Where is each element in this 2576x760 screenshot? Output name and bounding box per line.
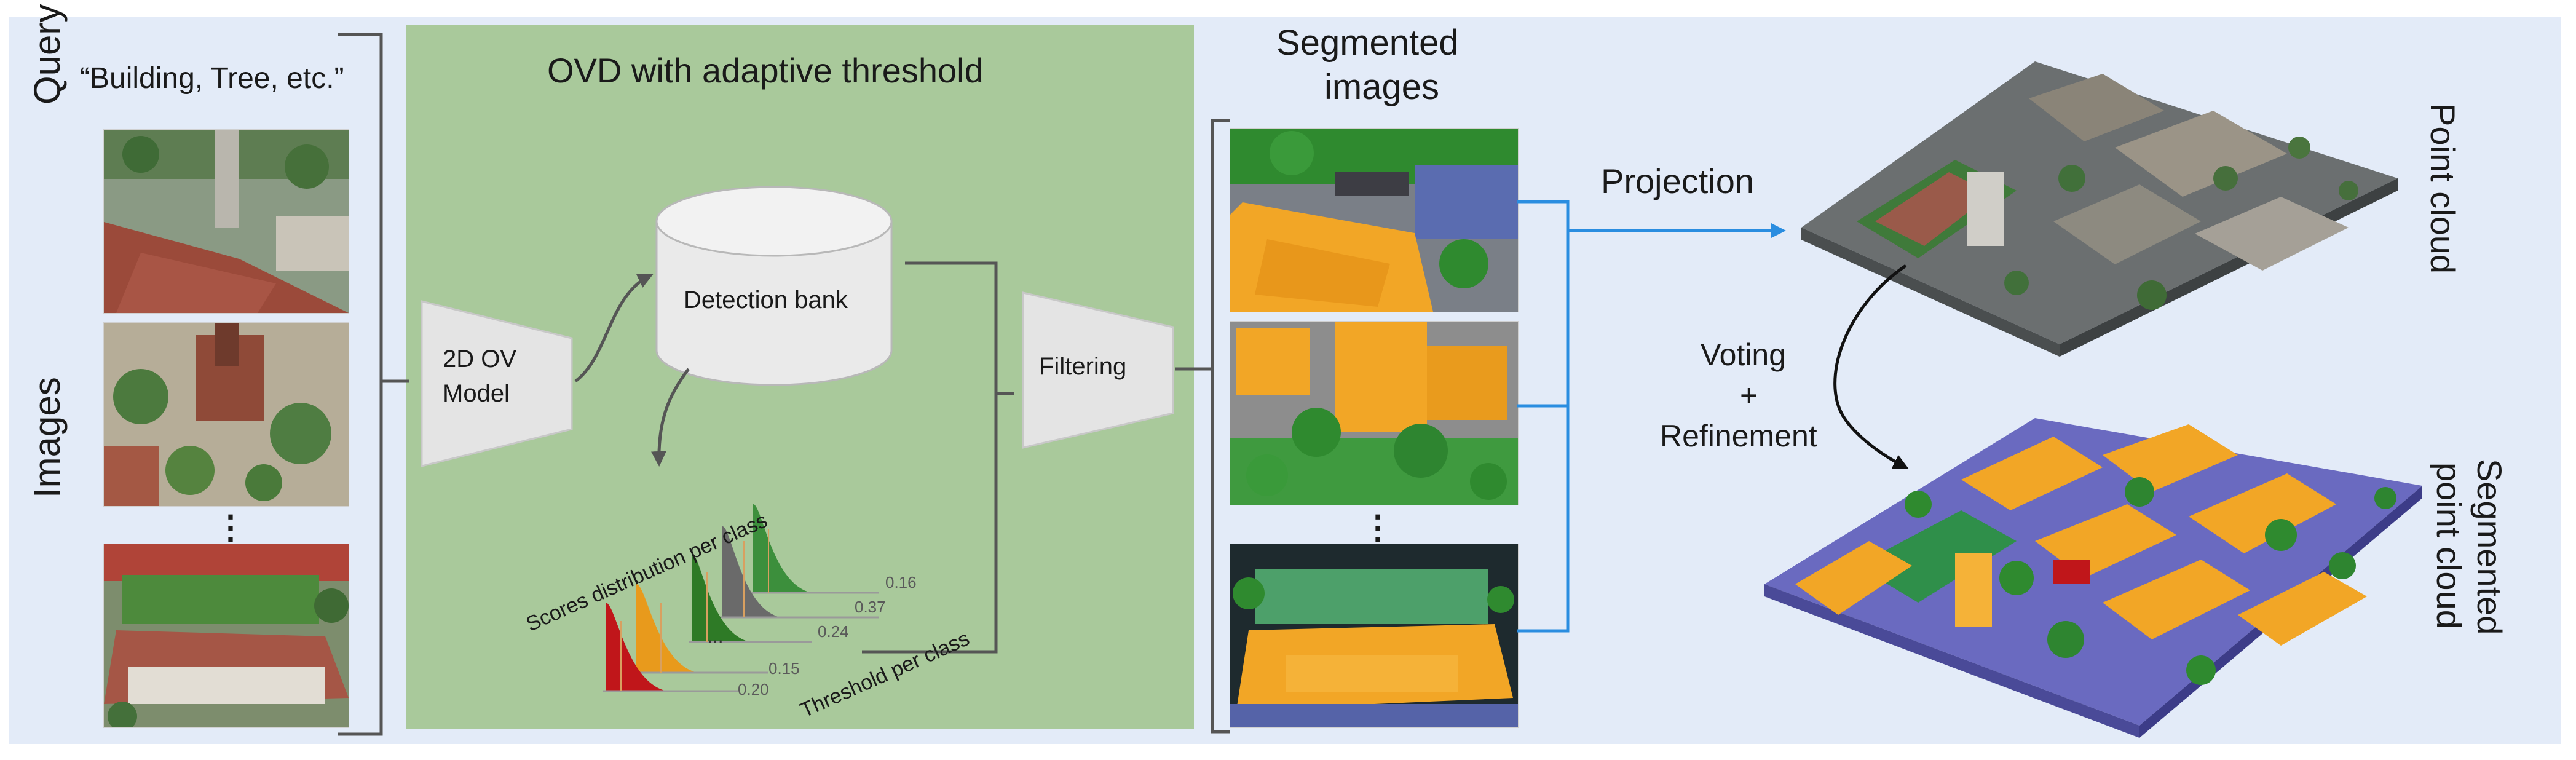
voting-label-line1: Voting [1701,338,1787,372]
ov-model-label-line2: Model [443,380,510,407]
threshold-value-3: 0.24 [818,622,849,641]
ov-model-label-line1: 2D OV [443,346,517,373]
voting-arrow [1833,264,1909,469]
segmented-point-cloud-render [1758,381,2441,744]
images-label: Images [26,377,68,498]
filter-to-segmented-connector [1175,119,1230,734]
segmented-images-title-line2: images [1324,67,1439,107]
projection-connector [1517,200,1786,633]
aerial-image-2 [103,322,349,507]
aerial-image-1 [103,129,349,314]
segmented-image-1 [1230,128,1519,312]
segmented-image-3 [1230,544,1519,728]
point-cloud-label: Point cloud [2424,103,2462,274]
segmented-point-cloud-label-line2: point cloud [2430,462,2468,629]
voting-label-line3: Refinement [1660,419,1817,453]
threshold-value-2: 0.37 [855,598,886,616]
segmented-point-cloud-label-line1: Segmented [2470,459,2509,635]
filtering-shape [1022,291,1174,449]
query-text: “Building, Tree, etc.” [80,62,344,95]
voting-label-line2: + [1740,378,1758,413]
query-label: Query [26,4,68,105]
projection-label: Projection [1601,162,1755,200]
threshold-value-1: 0.16 [885,573,917,592]
segmented-images-title-line1: Segmented [1276,23,1459,63]
distribution-curves [603,504,879,692]
threshold-value-4: 0.15 [768,659,800,678]
detection-bank-cylinder [655,186,893,386]
ovd-title: OVD with adaptive threshold [547,51,984,90]
detection-bank-label: Detection bank [684,287,848,314]
ov-model-shape [421,300,573,467]
aerial-image-3 [103,544,349,728]
score-distributions [603,504,879,692]
filtering-label: Filtering [1039,353,1127,380]
threshold-value-5: 0.20 [738,680,769,699]
input-bracket [338,33,409,736]
input-ellipsis: ⋮ [214,509,247,546]
point-cloud-render [1795,37,2404,357]
ovd-connectors [574,261,1014,654]
segmented-image-2 [1230,321,1519,505]
distribution-dots: ... [707,625,724,647]
segmented-ellipsis: ⋮ [1361,509,1394,546]
